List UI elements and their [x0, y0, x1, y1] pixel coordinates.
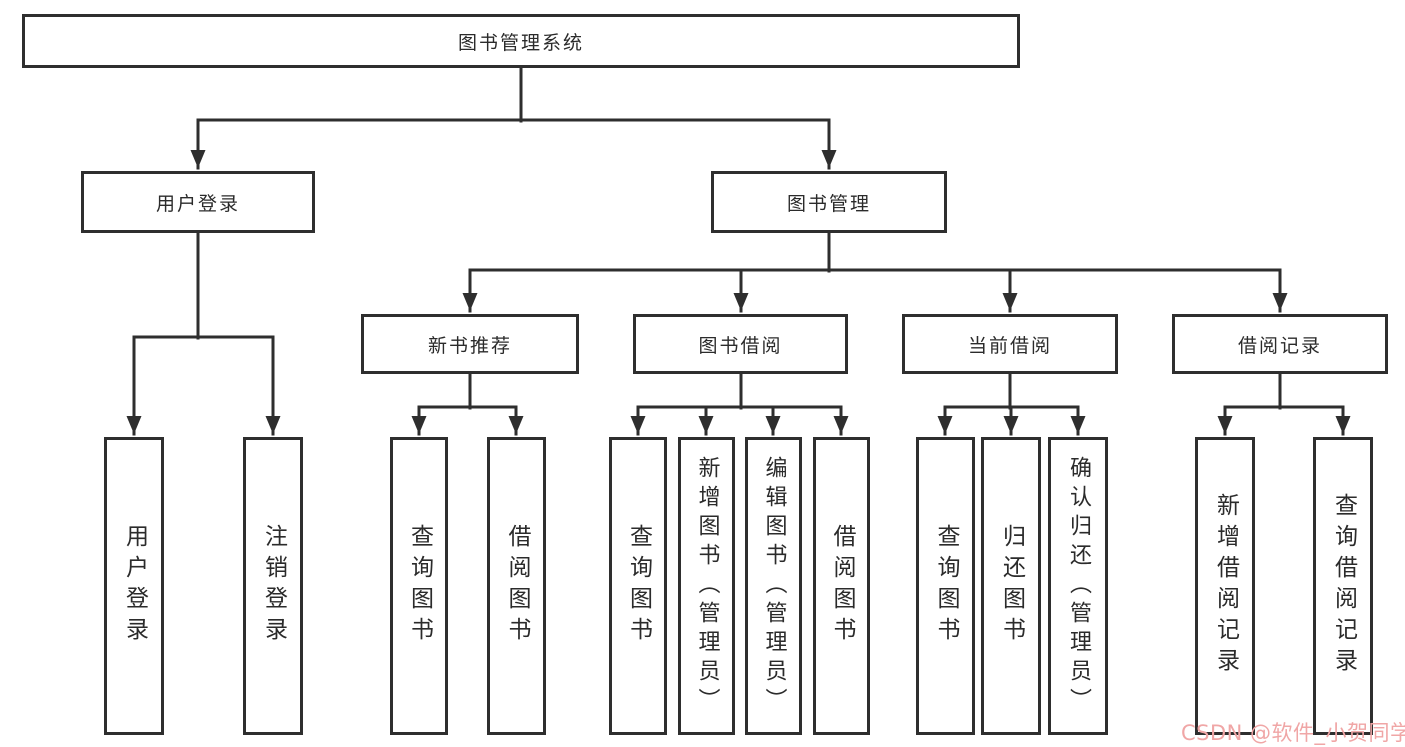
node-user-login: 用户登录 [81, 171, 315, 233]
leaf-confirm-return-admin-label: 确认归还（管理员） [1066, 455, 1091, 717]
leaf-query-books-current-label: 查询图书 [933, 524, 959, 648]
node-book-borrowing: 图书借阅 [633, 314, 848, 374]
leaf-query-books-borrowing-label: 查询图书 [625, 524, 652, 648]
leaf-logout: 注销登录 [243, 437, 303, 735]
leaf-borrow-books-borrowing: 借阅图书 [813, 437, 870, 735]
node-book-management: 图书管理 [711, 171, 947, 233]
node-user-login-label: 用户登录 [155, 192, 240, 215]
node-new-book-recommend-label: 新书推荐 [427, 334, 512, 357]
node-new-book-recommend: 新书推荐 [361, 314, 579, 374]
leaf-return-book-label: 归还图书 [998, 524, 1025, 648]
leaf-user-login-label: 用户登录 [121, 524, 148, 648]
leaf-query-borrow-record-label: 查询借阅记录 [1330, 493, 1357, 679]
leaf-logout-label: 注销登录 [260, 524, 287, 648]
leaf-add-book-admin-label: 新增图书（管理员） [694, 455, 720, 717]
leaf-query-books-borrowing: 查询图书 [609, 437, 667, 735]
node-borrow-records-label: 借阅记录 [1237, 334, 1322, 357]
leaf-user-login: 用户登录 [104, 437, 164, 735]
node-root-label: 图书管理系统 [457, 31, 584, 54]
leaf-borrow-books-borrowing-label: 借阅图书 [829, 524, 855, 648]
node-borrow-records: 借阅记录 [1172, 314, 1388, 374]
leaf-query-books-current: 查询图书 [916, 437, 975, 735]
leaf-edit-book-admin: 编辑图书（管理员） [745, 437, 802, 735]
node-current-borrowing-label: 当前借阅 [967, 334, 1052, 357]
leaf-add-book-admin: 新增图书（管理员） [678, 437, 735, 735]
watermark: CSDN @软件_小贺同学 [1181, 721, 1405, 745]
leaf-add-borrow-record: 新增借阅记录 [1195, 437, 1255, 735]
leaf-query-books-recommend-label: 查询图书 [406, 524, 433, 648]
node-book-management-label: 图书管理 [786, 192, 871, 215]
node-current-borrowing: 当前借阅 [902, 314, 1118, 374]
leaf-query-books-recommend: 查询图书 [390, 437, 448, 735]
leaf-borrow-books-recommend-label: 借阅图书 [504, 524, 530, 648]
node-book-borrowing-label: 图书借阅 [698, 334, 783, 357]
leaf-edit-book-admin-label: 编辑图书（管理员） [761, 455, 787, 717]
leaf-add-borrow-record-label: 新增借阅记录 [1212, 493, 1239, 679]
leaf-query-borrow-record: 查询借阅记录 [1313, 437, 1373, 735]
leaf-borrow-books-recommend: 借阅图书 [487, 437, 546, 735]
node-root: 图书管理系统 [22, 14, 1020, 68]
leaf-confirm-return-admin: 确认归还（管理员） [1048, 437, 1108, 735]
leaf-return-book: 归还图书 [981, 437, 1041, 735]
